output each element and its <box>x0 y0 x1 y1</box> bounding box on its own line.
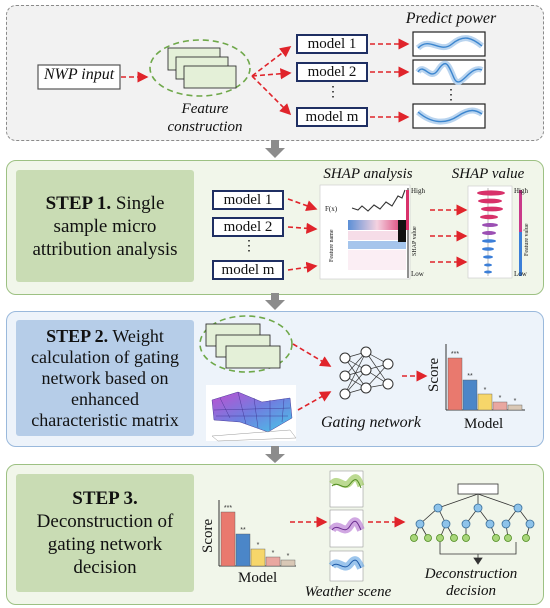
shap-value-high: High <box>514 187 528 195</box>
step2-bar-1 <box>447 357 463 411</box>
prediction-plot-m <box>412 103 486 129</box>
step2-title-line5: characteristic matrix <box>31 409 179 430</box>
feature-label-line2: construction <box>167 119 243 135</box>
step3-title-line2: Deconstruction of <box>36 511 174 532</box>
weather-scene-label: Weather scene <box>304 584 392 600</box>
down-arrow-2 <box>265 293 285 310</box>
step3-title-line3: gating network <box>47 534 163 555</box>
step2-model-axis: Model <box>464 416 504 432</box>
step3-model-axis: Model <box>238 570 278 586</box>
shap-analysis-title: SHAP analysis <box>323 166 413 182</box>
step3-title-bold: STEP 3. <box>72 488 138 509</box>
surface-plot <box>206 385 297 442</box>
step2-title-line4: enhanced <box>71 388 139 409</box>
step1-shap-arrows <box>430 204 468 268</box>
step3-bar-4 <box>265 556 281 567</box>
step2-bar-annotation-4: * <box>499 395 502 402</box>
feature-construction-icon <box>149 39 251 97</box>
step1-model-1: model 1 <box>212 190 284 210</box>
step1-model-arrows <box>287 198 318 273</box>
deconstruction-decision-label: Deconstruction decision <box>416 566 526 600</box>
step2-title-bold: STEP 2. <box>46 325 109 346</box>
shap-value-axis-label: SHAP value <box>412 226 418 256</box>
feature-name-axis: Feature name <box>329 229 335 262</box>
step3-bar-annotation-5: * <box>287 553 290 560</box>
step3-title-line4: decision <box>73 557 137 578</box>
step2-score-axis: Score <box>426 357 442 392</box>
step3-bar-annotation-1: *** <box>224 505 232 512</box>
step2-label: STEP 2. Weight calculation of gating net… <box>16 320 194 436</box>
step3-bar-annotation-2: ** <box>240 527 246 534</box>
step1-title-bold: STEP 1. <box>45 192 112 214</box>
step2-inputs-arrows <box>292 343 428 411</box>
step2-bar-annotation-1: *** <box>451 351 459 358</box>
shap-analysis-high: High <box>411 187 425 195</box>
nwp-input-box <box>37 64 121 90</box>
step1-model-m: model m <box>212 260 284 280</box>
step1-label: STEP 1. Single sample micro attribution … <box>16 170 194 282</box>
weather-scene-plot-3 <box>328 550 365 582</box>
fan-out-arrows-top <box>251 46 292 116</box>
score-bar-chart-step2: ******** <box>445 344 525 411</box>
model-to-prediction-arrows <box>370 38 410 123</box>
weather-scene-plot-2 <box>328 509 365 548</box>
step3-bar-1 <box>220 511 236 567</box>
step2-bar-5 <box>507 404 523 411</box>
shap-analysis-plot <box>319 184 411 280</box>
shap-value-title: SHAP value <box>451 166 525 182</box>
step2-bar-3 <box>477 393 493 411</box>
feature-matrix-icon <box>199 315 293 373</box>
down-arrow-3 <box>265 446 285 463</box>
step2-title-line2: calculation of gating <box>31 346 179 367</box>
gating-network-icon <box>339 346 394 400</box>
step2-bar-annotation-5: * <box>514 398 517 405</box>
decision-tree-icon <box>410 483 535 565</box>
shap-analysis-low: Low <box>411 270 424 278</box>
shap-value-low: Low <box>514 270 527 278</box>
step3-bar-5 <box>280 559 296 567</box>
step2-bar-4 <box>492 401 508 411</box>
step2-bar-annotation-2: ** <box>467 373 473 380</box>
top-model-m: model m <box>296 107 368 127</box>
top-model-1: model 1 <box>296 34 368 54</box>
gating-network-label: Gating network <box>321 414 421 431</box>
prediction-plot-1 <box>412 31 486 57</box>
step1-model-2: model 2 <box>212 217 284 237</box>
step3-label: STEP 3. Deconstruction of gating network… <box>16 474 194 592</box>
step2-title-rest: Weight <box>108 325 164 346</box>
step3-bar-annotation-4: * <box>272 550 275 557</box>
nwp-input-label: NWP input <box>43 66 115 83</box>
prediction-ellipsis: ⋮ <box>444 88 458 103</box>
decon-line1: Deconstruction <box>424 566 518 582</box>
top-model-2: model 2 <box>296 62 368 82</box>
step2-bar-2 <box>462 379 478 411</box>
step3-bar-annotation-3: * <box>257 542 260 549</box>
step2-bar-annotation-3: * <box>484 387 487 394</box>
step1-title-line3: attribution analysis <box>32 238 178 260</box>
top-models-ellipsis: ⋮ <box>326 85 340 100</box>
step1-title-line2: sample micro <box>53 215 157 237</box>
feature-label-line1: Feature <box>181 101 229 117</box>
step2-title-line3: network based on <box>41 367 169 388</box>
shap-value-beeswarm <box>467 185 522 279</box>
step3-bar-3 <box>250 548 266 567</box>
weather-scene-plot-1 <box>329 470 365 508</box>
step3-bar-2 <box>235 533 251 567</box>
down-arrow-1 <box>265 140 285 158</box>
step1-models-ellipsis: ⋮ <box>242 239 256 254</box>
feature-value-axis-label: Feature value <box>524 223 530 256</box>
step3-score-axis: Score <box>200 518 216 553</box>
step1-title-rest: Single <box>111 192 165 214</box>
score-bar-chart-step3: ******** <box>218 500 296 567</box>
decon-line2: decision <box>446 583 496 599</box>
fx-label: F(x) <box>325 205 338 213</box>
predict-power-label: Predict power <box>405 10 497 27</box>
feature-construction-label: Feature construction <box>160 100 250 136</box>
prediction-plot-2 <box>412 59 486 85</box>
